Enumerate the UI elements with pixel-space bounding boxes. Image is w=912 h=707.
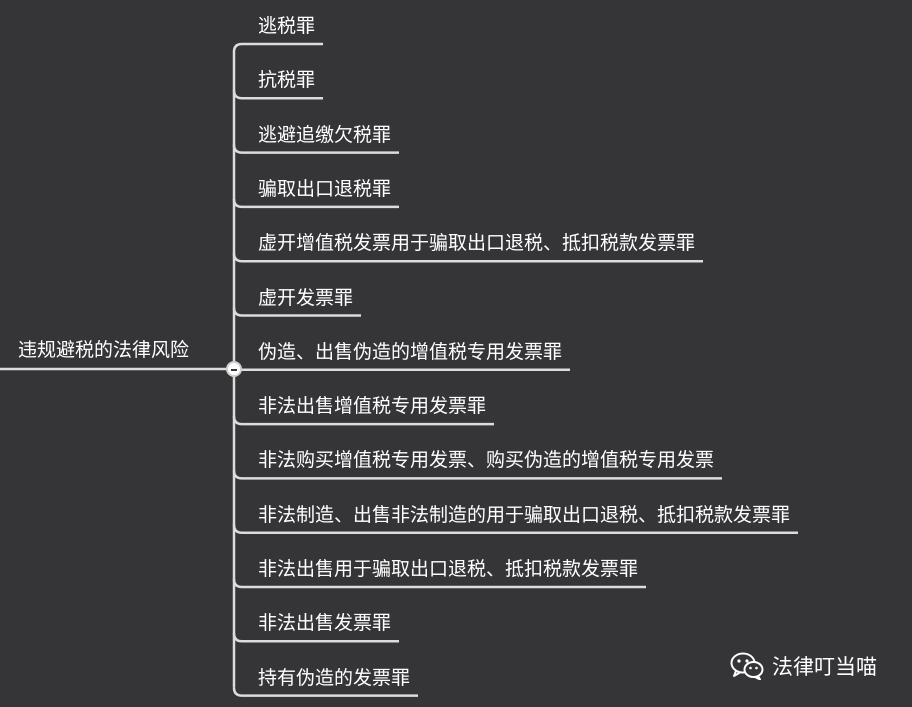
- branch-node-5[interactable]: 虚开增值税发票用于骗取出口退税、抵扣税款发票罪: [258, 232, 696, 255]
- branch-underline-3: [232, 144, 400, 154]
- branch-underline-4: [232, 198, 400, 209]
- branch-underline-6: [232, 307, 362, 317]
- branch-underline-11: [232, 578, 647, 589]
- branch-underline-9: [232, 470, 723, 480]
- branch-node-8[interactable]: 非法出售增值税专用发票罪: [258, 395, 487, 418]
- branch-node-12[interactable]: 非法出售发票罪: [258, 612, 392, 635]
- branch-node-6[interactable]: 虚开发票罪: [258, 286, 354, 309]
- branch-node-4[interactable]: 骗取出口退税罪: [258, 177, 392, 200]
- branch-underline-5: [232, 253, 704, 263]
- branch-underline-13: [232, 687, 419, 697]
- branch-node-11[interactable]: 非法出售用于骗取出口退税、抵扣税款发票罪: [258, 558, 639, 580]
- watermark: 法律叮当喵: [730, 652, 877, 680]
- branch-underline-12: [232, 633, 400, 643]
- watermark-text: 法律叮当喵: [772, 655, 877, 679]
- branch-node-10[interactable]: 非法制造、出售非法制造的用于骗取出口退税、抵扣税款发票罪: [258, 503, 791, 526]
- branch-node-9[interactable]: 非法购买增值税专用发票、购买伪造的增值税专用发票: [258, 449, 715, 472]
- root-node-label[interactable]: 违规避税的法律风险: [18, 339, 190, 361]
- branch-underline-2: [232, 90, 324, 100]
- branch-node-3[interactable]: 逃避追缴欠税罪: [258, 123, 392, 146]
- wechat-icon: [730, 652, 764, 680]
- collapse-button[interactable]: [226, 361, 242, 377]
- branch-node-1[interactable]: 逃税罪: [258, 15, 316, 37]
- branch-node-7[interactable]: 伪造、出售伪造的增值税专用发票罪: [258, 340, 563, 363]
- branch-node-13[interactable]: 持有伪造的发票罪: [258, 666, 411, 689]
- branch-underline-1: [232, 42, 324, 53]
- branch-underline-8: [232, 416, 495, 426]
- branch-underline-10: [232, 524, 799, 534]
- branch-node-2[interactable]: 抗税罪: [258, 69, 316, 92]
